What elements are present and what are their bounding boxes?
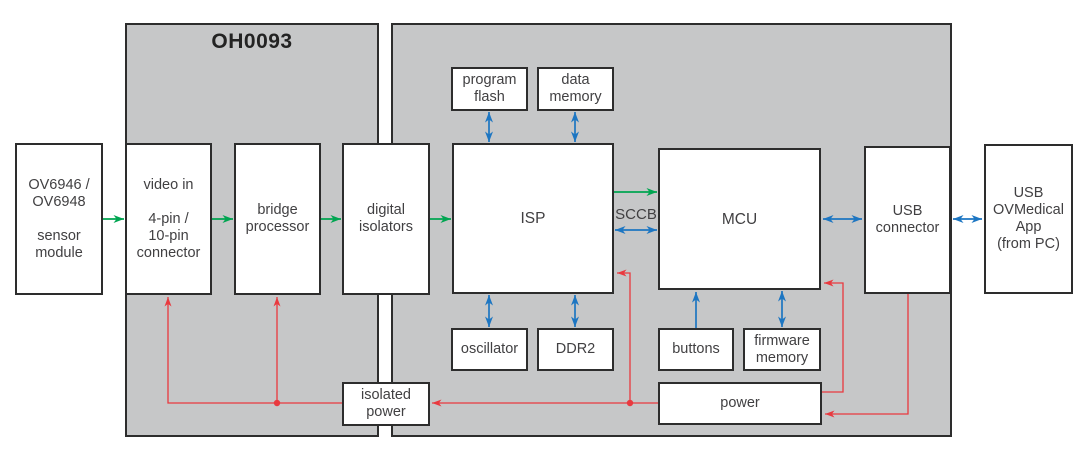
usb-connector-block: USB connector: [864, 146, 951, 294]
sensor-module-block: OV6946 / OV6948 sensor module: [15, 143, 103, 295]
oscillator-block: oscillator: [451, 328, 528, 371]
digital-isolators-block: digital isolators: [342, 143, 430, 295]
program-flash-block: program flash: [451, 67, 528, 111]
power-block: power: [658, 382, 822, 425]
board-title: OH0093: [211, 30, 293, 53]
isp-block: ISP: [452, 143, 614, 294]
data-memory-block: data memory: [537, 67, 614, 111]
video-in-connector-block: video in 4-pin / 10-pin connector: [125, 143, 212, 295]
isolated-power-block: isolated power: [342, 382, 430, 426]
sccb-bus-label: SCCB: [615, 206, 657, 223]
mcu-block: MCU: [658, 148, 821, 290]
usb-ovmedical-app-block: USB OVMedical App (from PC): [984, 144, 1073, 294]
ddr2-block: DDR2: [537, 328, 614, 371]
bridge-processor-block: bridge processor: [234, 143, 321, 295]
buttons-block: buttons: [658, 328, 734, 371]
firmware-memory-block: firmware memory: [743, 328, 821, 371]
